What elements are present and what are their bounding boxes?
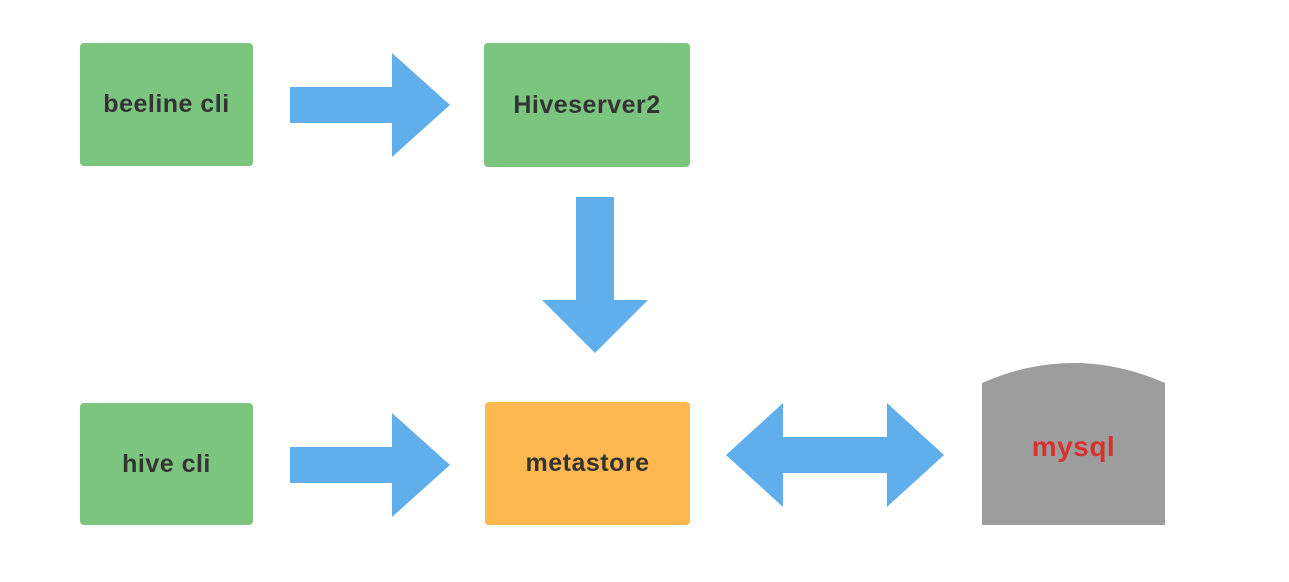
node-hiveserver2-label: Hiveserver2 bbox=[513, 90, 661, 119]
double-arrow-icon bbox=[726, 403, 944, 507]
arrow-metastore-mysql-bidirectional bbox=[726, 403, 944, 507]
arrow-beeline-to-hiveserver2 bbox=[290, 53, 450, 157]
right-arrow-icon bbox=[290, 53, 450, 157]
node-mysql-label: mysql bbox=[1031, 430, 1116, 462]
down-arrow-icon bbox=[542, 197, 648, 353]
database-shape bbox=[982, 363, 1165, 525]
node-beeline-cli: beeline cli bbox=[80, 43, 253, 166]
node-metastore: metastore bbox=[485, 402, 690, 525]
node-mysql: mysql bbox=[982, 360, 1165, 525]
arrow-hiveserver2-to-metastore bbox=[542, 197, 648, 353]
node-hiveserver2: Hiveserver2 bbox=[484, 43, 690, 167]
node-hive-cli: hive cli bbox=[80, 403, 253, 525]
right-arrow-icon bbox=[290, 413, 450, 517]
node-beeline-cli-label: beeline cli bbox=[103, 90, 230, 118]
node-metastore-label: metastore bbox=[525, 449, 650, 477]
arrow-hive-cli-to-metastore bbox=[290, 413, 450, 517]
node-hive-cli-label: hive cli bbox=[122, 449, 211, 478]
